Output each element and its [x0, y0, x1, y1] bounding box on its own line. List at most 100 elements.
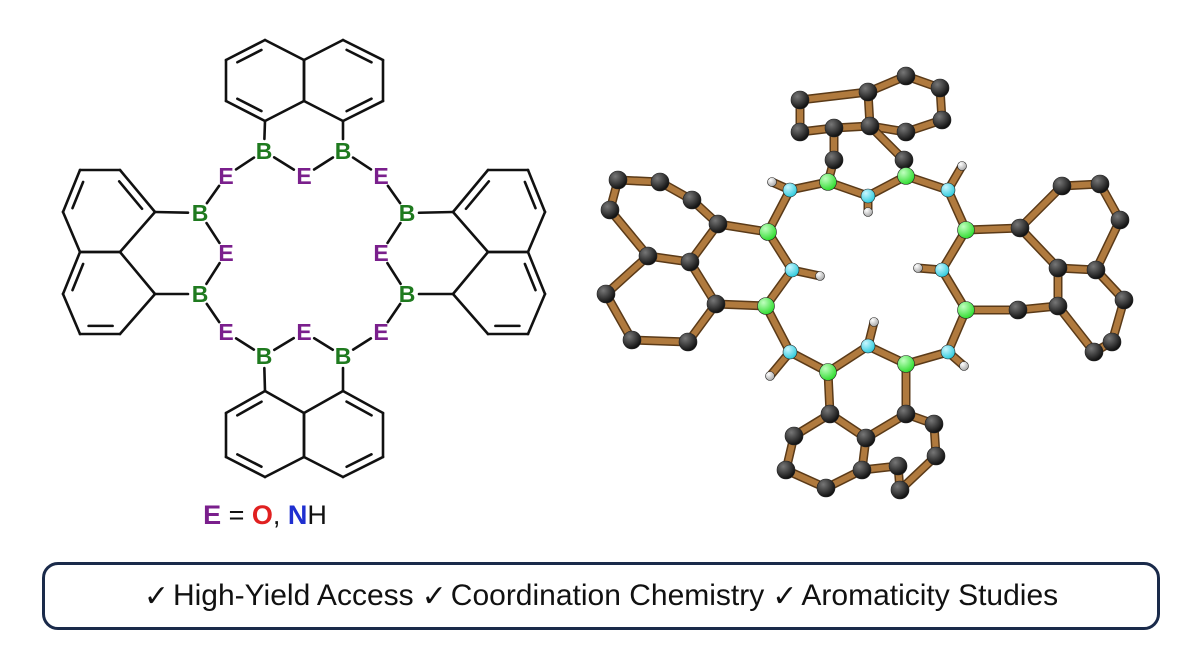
atom-balls — [596, 66, 1134, 500]
carbon-atom-ball — [708, 214, 728, 234]
double-bond-line — [235, 400, 263, 417]
b-e-bond — [234, 337, 256, 351]
ring-bond — [263, 99, 306, 123]
carbon-atom-ball — [790, 90, 810, 110]
carbon-atom-ball — [1086, 260, 1106, 280]
double-bond-line — [71, 262, 85, 292]
check-icon: ✓ — [143, 578, 169, 614]
hydrogen-atom-ball — [767, 177, 777, 187]
carbon-atom-ball — [650, 172, 670, 192]
b-e-bond — [351, 156, 373, 171]
carbon-atom-ball — [820, 404, 840, 424]
boron-atom-label: B — [335, 343, 352, 369]
carbon-atom-ball — [896, 122, 916, 142]
hydrogen-atom-ball — [863, 207, 873, 217]
carbon-atom-ball — [856, 428, 876, 448]
carbon-atom-ball — [622, 330, 642, 350]
carbon-atom-ball — [852, 460, 872, 480]
double-bond-line — [523, 262, 537, 292]
b-c-bond — [263, 119, 267, 141]
nitrogen-atom-ball — [934, 262, 950, 278]
feature-label: Aromaticity Studies — [801, 579, 1059, 612]
ring-bond — [224, 38, 267, 62]
boron-atom-label: B — [192, 200, 209, 226]
boron-atom-label: B — [256, 343, 273, 369]
ring-bond — [341, 455, 385, 479]
carbon-atom-ball — [896, 404, 916, 424]
ring-bond — [526, 210, 547, 254]
carbon-atom-ball — [926, 446, 946, 466]
double-bond-line — [236, 48, 263, 64]
heteroatom-label: E — [373, 319, 388, 345]
b-e-bond — [272, 336, 296, 352]
nitrogen-atom-ball — [940, 182, 956, 198]
b-e-bond — [386, 261, 402, 286]
nitrogen-atom-ball — [940, 344, 956, 360]
carbon-atom-ball — [608, 170, 628, 190]
stick-bond — [603, 253, 651, 297]
ring-bond — [224, 389, 267, 415]
b-e-bond — [234, 156, 256, 171]
boron-atom-ball — [759, 223, 777, 241]
boron-atom-label: B — [256, 138, 273, 164]
b-e-bond — [205, 261, 221, 286]
element-legend: E = O, NH — [180, 500, 350, 531]
double-bond-line — [345, 97, 373, 113]
ring-bond — [263, 455, 306, 479]
ring-bond — [302, 389, 345, 415]
stick-bonds — [601, 71, 1129, 495]
hydrogen-atom-ball — [765, 371, 775, 381]
ring-bond — [302, 99, 345, 123]
b-e-bond — [351, 337, 373, 351]
carbon-atom-ball — [896, 66, 916, 86]
carbon-atom-ball — [888, 456, 908, 476]
carbon-atom-ball — [932, 110, 952, 130]
nitrogen-atom-ball — [860, 338, 876, 354]
carbon-atom-ball — [638, 246, 658, 266]
ring-bond — [341, 38, 385, 62]
ring-bond — [61, 210, 82, 254]
stick-bond — [1055, 303, 1097, 355]
feature-label: Coordination Chemistry — [450, 579, 765, 612]
carbon-atom-ball — [860, 116, 880, 136]
carbon-atom-ball — [682, 190, 702, 210]
double-bond-line — [117, 180, 144, 211]
heteroatom-label: E — [373, 163, 388, 189]
boron-atom-ball — [897, 167, 915, 185]
b-c-bond — [263, 366, 267, 393]
carbon-atom-ball — [858, 82, 878, 102]
carbon-atom-ball — [1048, 296, 1068, 316]
double-bond-line — [345, 48, 373, 64]
feature-coordination: ✓ Coordination Chemistry — [422, 579, 765, 614]
carbon-atom-ball — [894, 150, 914, 170]
carbon-atom-ball — [930, 78, 950, 98]
boron-atom-ball — [819, 363, 837, 381]
b-e-bond — [312, 156, 335, 171]
b-e-bond — [272, 156, 296, 171]
carbon-atom-ball — [1008, 300, 1028, 320]
hydrogen-atom-ball — [957, 161, 967, 171]
ball-and-stick-model — [596, 66, 1134, 500]
carbon-atom-ball — [890, 480, 910, 500]
legend-comma: , — [272, 500, 288, 530]
boron-atom-ball — [957, 221, 975, 239]
features-banner: ✓ High-Yield Access ✓ Coordination Chemi… — [42, 562, 1160, 630]
heteroatom-label: E — [373, 240, 388, 266]
double-bond-line — [345, 453, 373, 469]
stick-bond — [607, 207, 651, 259]
legend-equals: = — [221, 500, 252, 530]
ring-bond — [302, 38, 345, 62]
carbon-atom-ball — [680, 252, 700, 272]
feature-high-yield: ✓ High-Yield Access — [144, 579, 414, 614]
b-e-bond — [386, 184, 402, 205]
double-bond-line — [345, 400, 373, 417]
nitrogen-atom-ball — [784, 262, 800, 278]
ring-bond — [224, 99, 267, 123]
nitrogen-atom-ball — [860, 188, 876, 204]
legend-o: O — [251, 500, 273, 530]
hydrogen-atom-ball — [869, 317, 879, 327]
ring-bond — [61, 292, 82, 336]
stick-bond — [797, 89, 871, 103]
carbon-atom-ball — [1110, 210, 1130, 230]
